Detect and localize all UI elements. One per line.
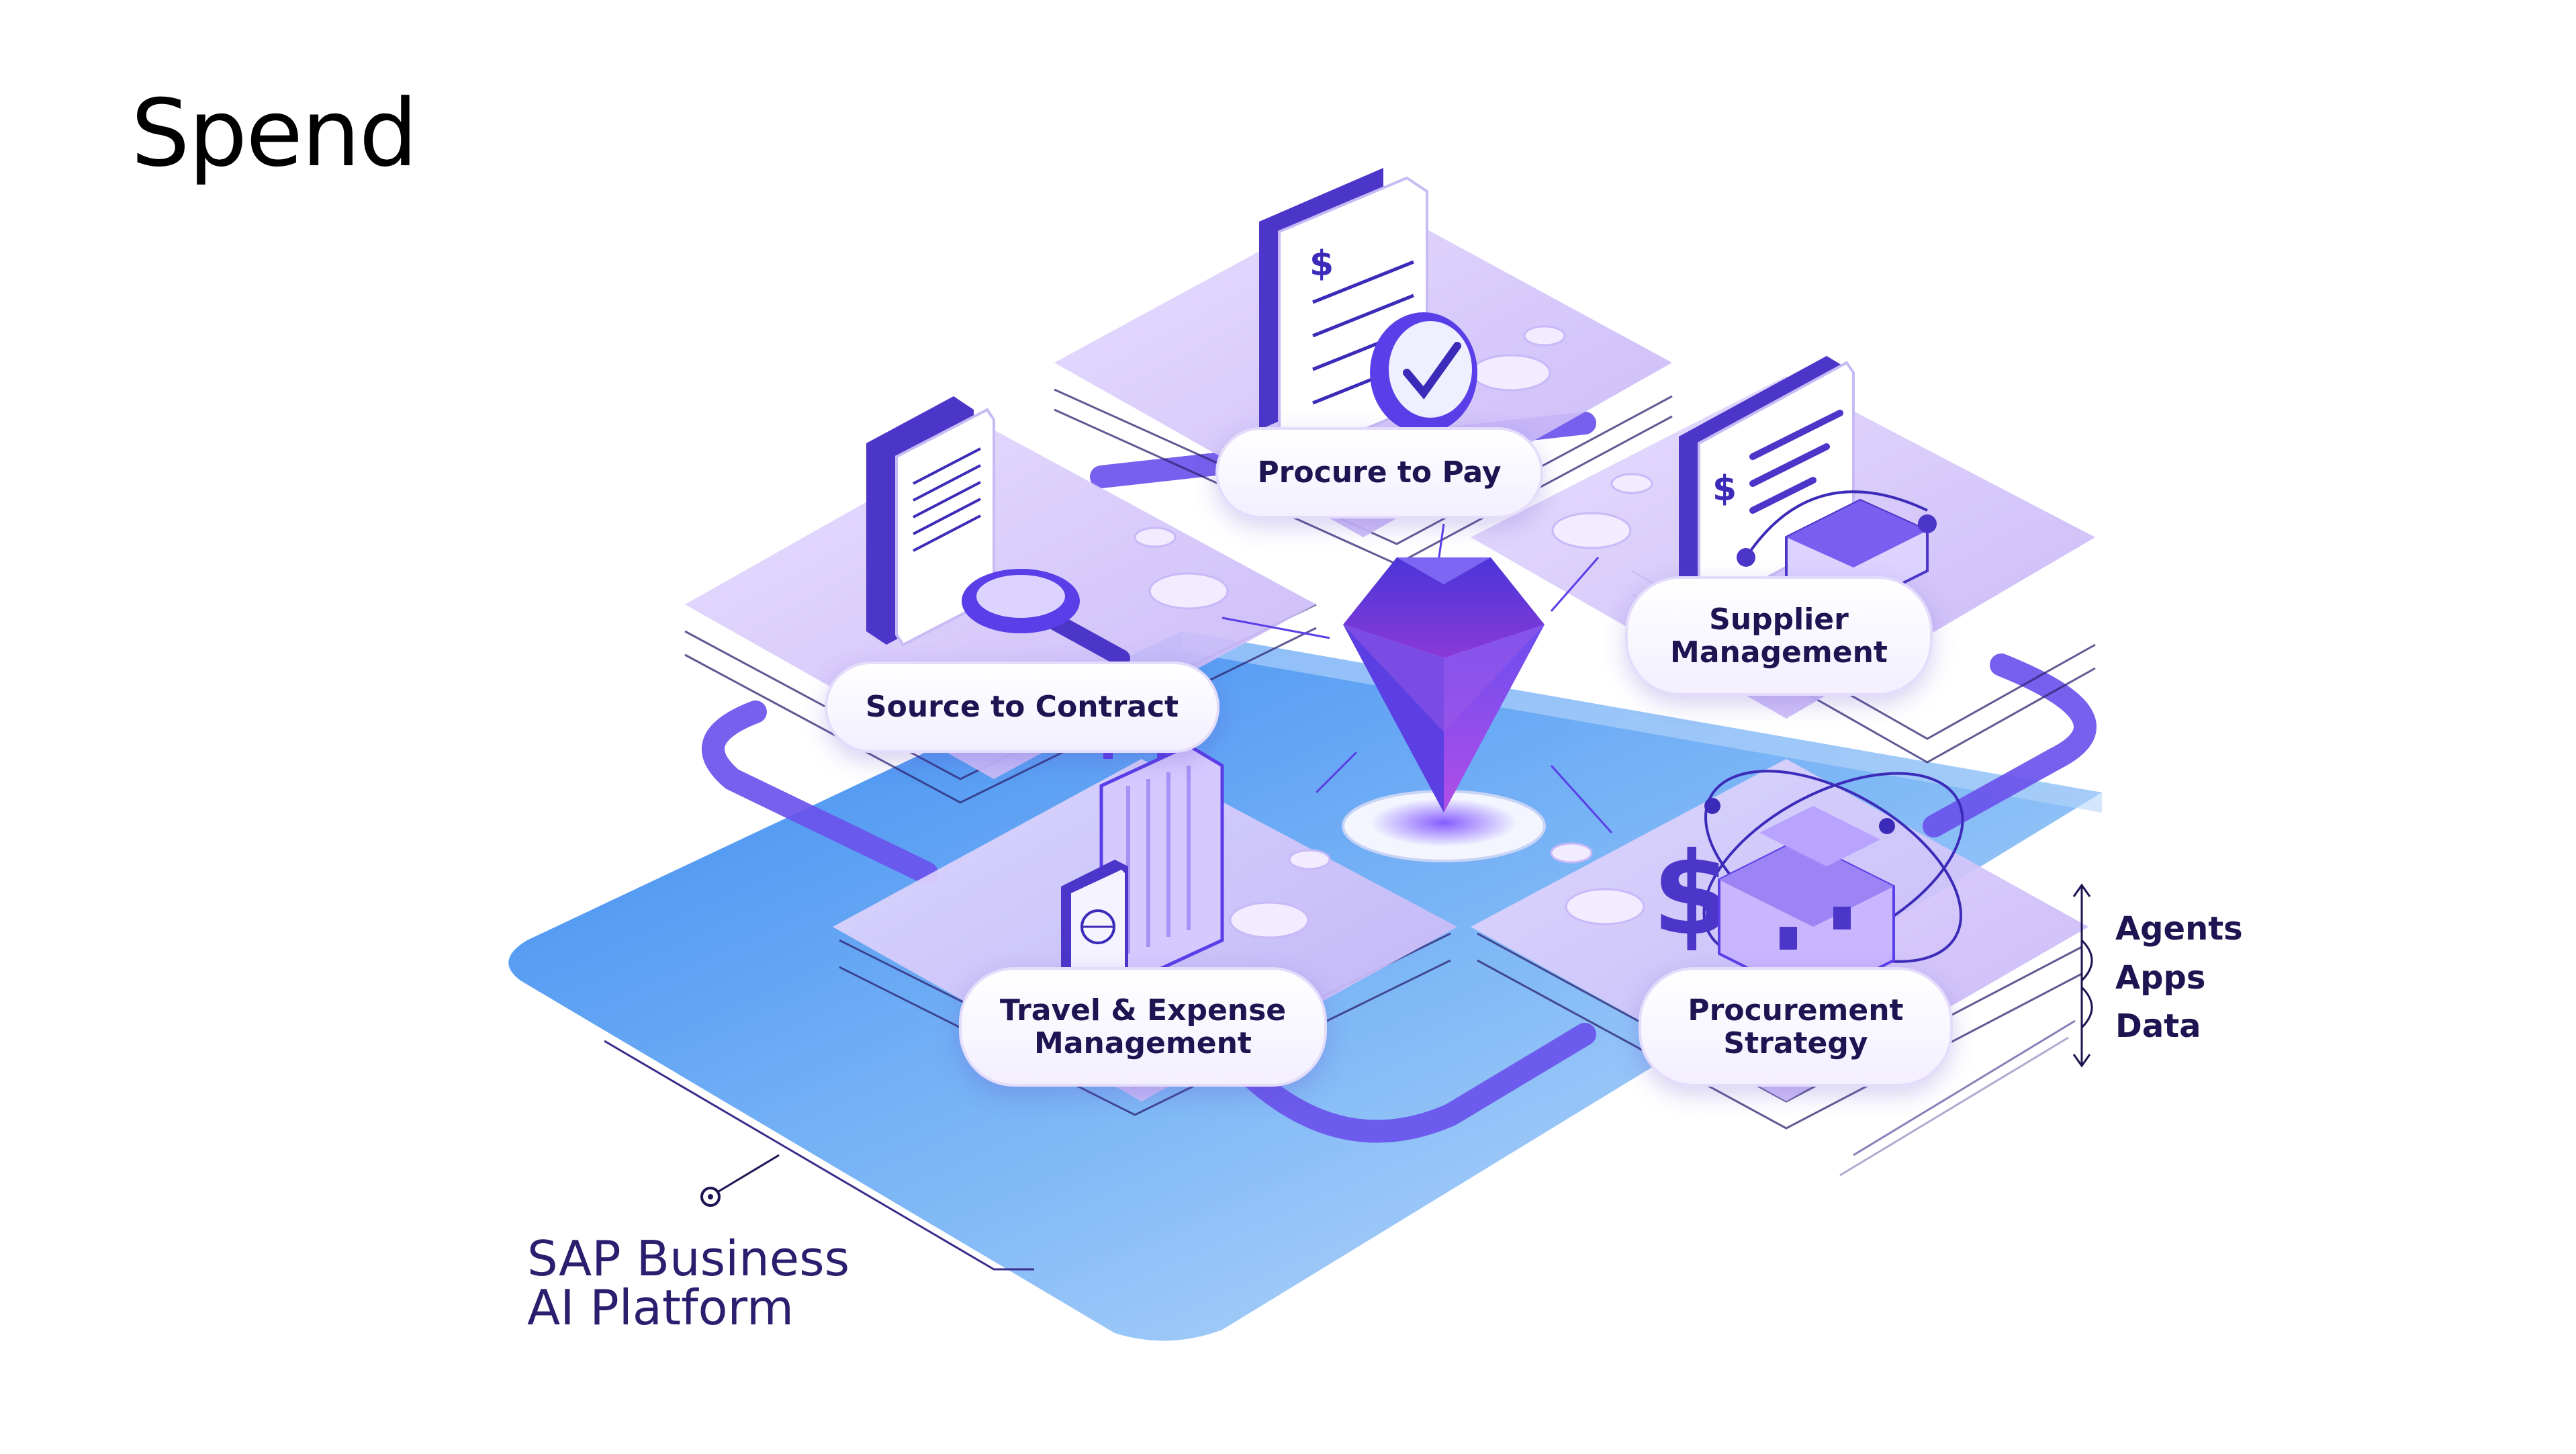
module-label-procurement-strategy[interactable]: Procurement Strategy <box>1639 967 1953 1087</box>
module-label-line: Procure to Pay <box>1257 455 1502 490</box>
decor-cushions <box>1134 325 1653 939</box>
module-label-source-to-contract[interactable]: Source to Contract <box>825 662 1220 753</box>
page-title: Spend <box>131 79 418 187</box>
module-label-line: Travel & Expense <box>999 993 1287 1028</box>
document-search-icon <box>866 396 1130 667</box>
module-label-line: Management <box>1670 635 1888 670</box>
layer-label-agents: Agents <box>2115 910 2243 948</box>
platform-label-line2: AI Platform <box>527 1279 794 1336</box>
invoice-check-icon: $ <box>1259 168 1477 459</box>
platform-label: SAP Business AI Platform <box>527 1234 849 1333</box>
dollar-globe-boxes-icon: $ <box>1652 770 1964 1003</box>
module-label-line: Management <box>1034 1026 1252 1060</box>
module-label-line: Supplier <box>1709 602 1849 637</box>
module-label-line: Strategy <box>1723 1026 1868 1060</box>
diamond-ai-icon <box>1342 557 1546 862</box>
svg-text:$: $ <box>1309 244 1334 284</box>
gem-connectors <box>1222 523 1613 834</box>
module-label-procure-to-pay[interactable]: Procure to Pay <box>1215 427 1543 518</box>
module-label-line: Procurement <box>1688 993 1904 1028</box>
layer-label-apps: Apps <box>2115 959 2206 997</box>
platform-label-line1: SAP Business <box>527 1230 850 1287</box>
svg-text:$: $ <box>1712 469 1737 509</box>
layer-label-data: Data <box>2115 1007 2201 1045</box>
module-label-travel-expense[interactable]: Travel & Expense Management <box>959 967 1327 1087</box>
module-label-supplier-management[interactable]: Supplier Management <box>1625 576 1933 696</box>
module-label-line: Source to Contract <box>865 690 1179 725</box>
layer-scale <box>2072 883 2093 1068</box>
